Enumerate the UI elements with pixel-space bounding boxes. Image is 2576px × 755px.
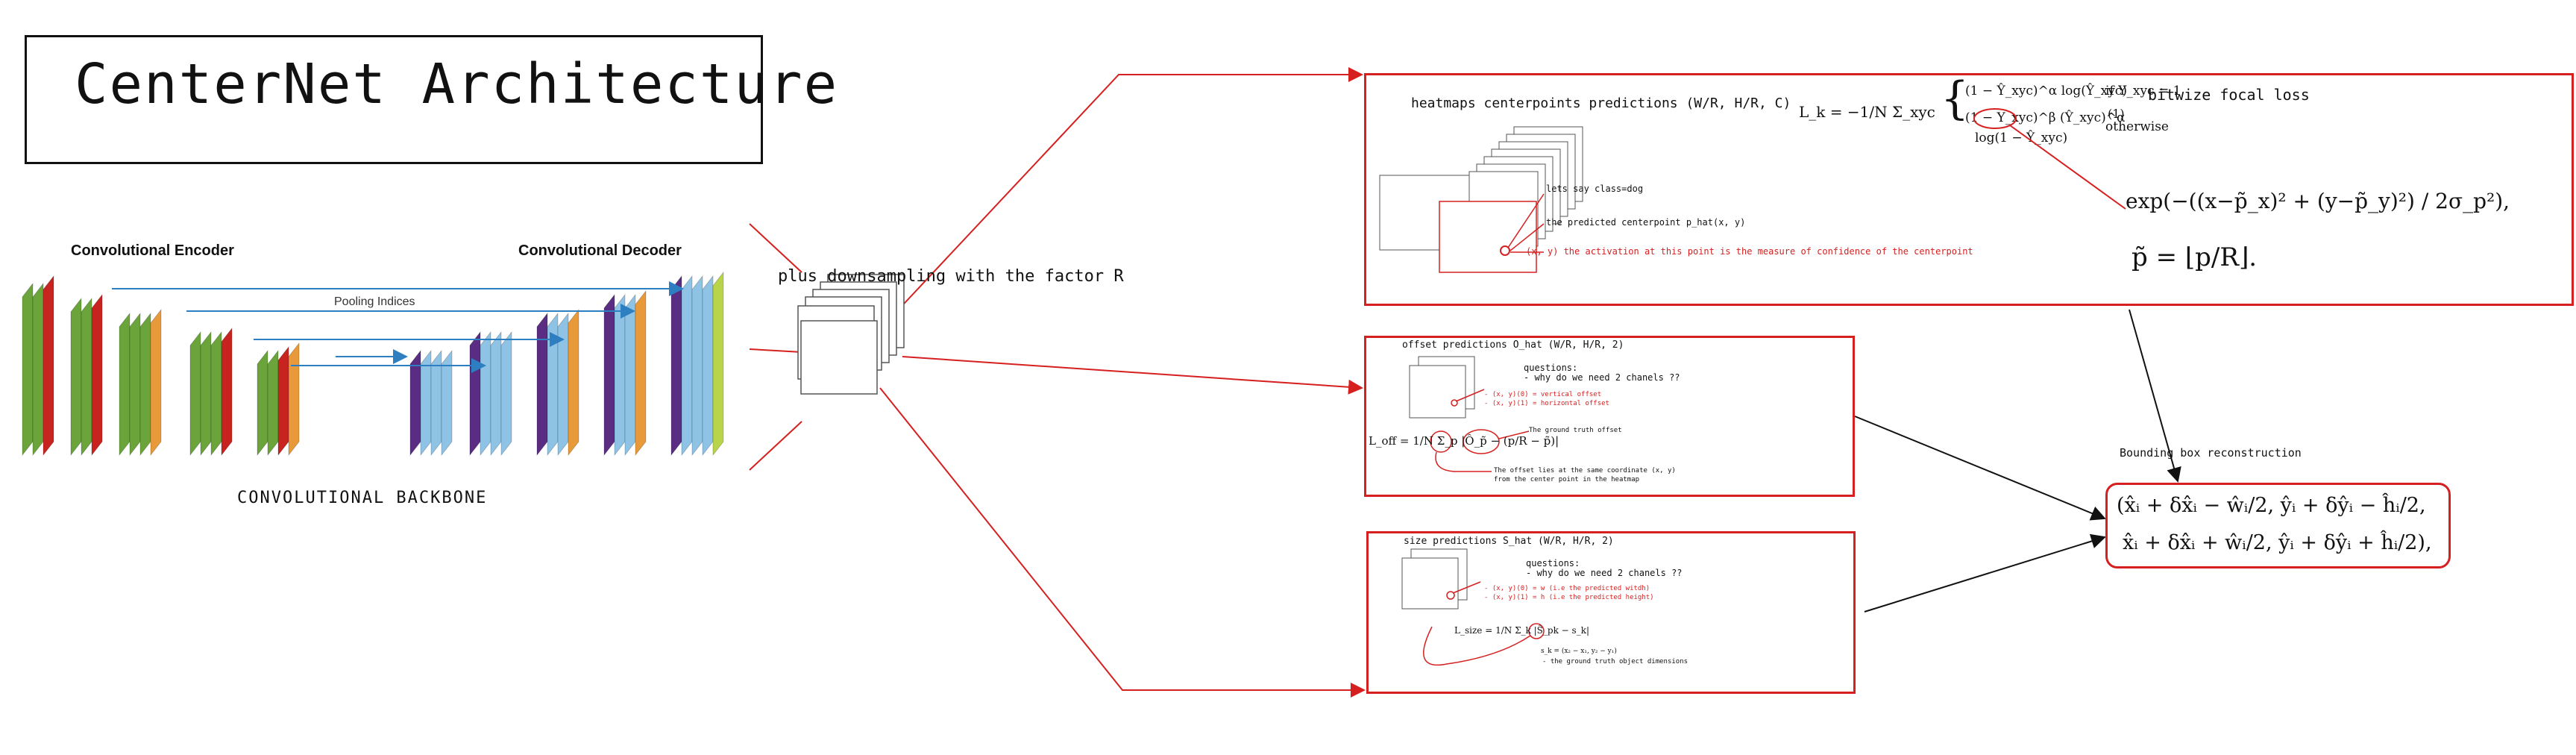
focal-loss-lhs: L_k = −1/N Σ_xyc (1799, 103, 1935, 121)
offset-note-2: - (x, y)(1) = horizontal offset (1484, 400, 1609, 407)
page-title: CenterNet Architecture (75, 52, 839, 116)
heatmap-title: heatmaps centerpoints predictions (W/R, … (1411, 95, 1791, 111)
size-drawing (1401, 548, 1545, 666)
size-note-1: - (x, y)(0) = w (i.e the predicted witdh… (1484, 585, 1650, 592)
arrow-heatmap-to-bbox (2129, 309, 2181, 483)
bbox-line-1: (x̂ᵢ + δx̂ᵢ − ŵᵢ/2, ŷᵢ + δŷᵢ − ĥᵢ/2, (2117, 494, 2426, 517)
offset-title: offset predictions O_hat (W/R, H/R, 2) (1402, 339, 1624, 351)
backbone-layer (500, 330, 512, 457)
heatmap-note-centerpoint: the predicted centerpoint p_hat(x, y) (1546, 217, 1746, 228)
size-sk-def: s_k = (x₂ − x₁, y₂ − y₁) (1541, 648, 1617, 655)
size-question-2: - why do we need 2 chanels ?? (1526, 568, 1683, 578)
line-backbone-bottom (749, 421, 802, 471)
line-to-size (879, 387, 1366, 698)
offset-note-1: - (x, y)(0) = vertical offset (1484, 391, 1602, 398)
focal-loss-highlight (1973, 108, 2126, 210)
encoder-label: Convolutional Encoder (71, 242, 234, 259)
backbone-layer (288, 342, 300, 457)
backbone-caption: CONVOLUTIONAL BACKBONE (237, 489, 488, 507)
line-backbone-mid (749, 348, 802, 353)
backbone-diagram (22, 271, 724, 457)
heatmap-stack-drawing (1379, 126, 1583, 273)
backbone-layer (635, 289, 647, 457)
heatmap-note-activation: (x, y) the activation at this point is t… (1526, 246, 1973, 257)
offset-gt-note: The ground truth offset (1529, 427, 1622, 434)
feature-map-stack (797, 274, 905, 395)
downsampling-label: plus downsampling with the factor R (778, 267, 1124, 286)
gaussian-formula: exp(−((x−p̃_x)² + (y−p̃_y)²) / 2σ_p²), (2126, 189, 2510, 213)
offset-drawing (1409, 356, 1530, 472)
arrow-offset-to-bbox (1854, 416, 2106, 521)
backbone-layer (91, 293, 103, 457)
bbox-label: Bounding box reconstruction (2120, 446, 2302, 460)
bbox-line-2: x̂ᵢ + δx̂ᵢ + ŵᵢ/2, ŷᵢ + δŷᵢ + ĥᵢ/2), (2123, 531, 2432, 554)
heatmap-note-class: lets say class=dog (1546, 184, 1644, 194)
focal-loss-label: bitwize focal loss (2148, 86, 2310, 104)
equation-number: (1) (2108, 107, 2125, 121)
focal-loss-case2b: log(1 − Ŷ_xyc) (1975, 131, 2068, 145)
size-gt-note: - the ground truth object dimensions (1542, 658, 1688, 665)
focal-loss-case1: (1 − Ŷ_xyc)^α log(Ŷ_xyc) (1965, 84, 2127, 98)
backbone-layer (43, 275, 54, 457)
line-to-offset (902, 356, 1363, 395)
pooling-label: Pooling Indices (334, 295, 415, 308)
backbone-layer (712, 271, 724, 457)
backbone-layer (150, 308, 162, 457)
size-note-2: - (x, y)(1) = h (i.e the predicted heigh… (1484, 594, 1654, 601)
floor-formula: p̃ = ⌊p/R⌋. (2132, 242, 2258, 272)
bbox-panel (2105, 483, 2451, 568)
backbone-layer (568, 308, 579, 457)
size-question-1: questions: (1526, 558, 1580, 568)
size-title: size predictions S_hat (W/R, H/R, 2) (1404, 536, 1614, 547)
size-formula: L_size = 1/N Σ_k |Ŝ_pk − s_k| (1454, 625, 1590, 636)
focal-loss-case2a: (1 − Y_xyc)^β (Ŷ_xyc)^α (1965, 110, 2126, 125)
focal-loss-cond1: if Y_xyc = 1 (2105, 84, 2181, 98)
focal-loss-brace: { (1941, 72, 1970, 125)
offset-loc-note-2: from the center point in the heatmap (1494, 476, 1640, 483)
backbone-layer (221, 327, 233, 457)
offset-loc-note-1: The offset lies at the same coordinate (… (1494, 467, 1676, 474)
title-box (25, 35, 763, 164)
arrow-size-to-bbox (1864, 533, 2106, 613)
offset-question-2: - why do we need 2 chanels ?? (1524, 372, 1680, 383)
line-backbone-top (749, 223, 802, 273)
backbone-layer (441, 349, 453, 457)
line-to-heatmap (894, 67, 1363, 314)
offset-formula: L_off = 1/N Σ_p |Ô_p̃ − (p/R − p̃)| (1369, 434, 1559, 448)
focal-loss-cond2: otherwise (2105, 119, 2169, 134)
offset-question-1: questions: (1524, 363, 1578, 373)
decoder-label: Convolutional Decoder (518, 242, 682, 259)
